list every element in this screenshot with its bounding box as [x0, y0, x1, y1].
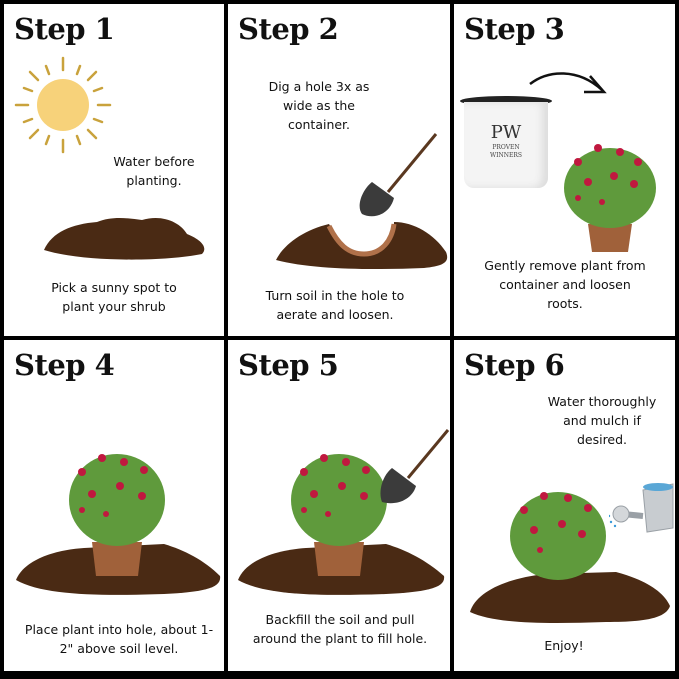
soil-mound-icon — [44, 217, 205, 260]
pot-brand-line1: PROVEN — [492, 144, 520, 151]
watering-can-icon — [609, 483, 674, 533]
step-title: Step 3 — [464, 12, 565, 46]
step-caption: Enjoy! — [544, 638, 584, 653]
step-6-panel: Step 6 Water thoroughly and mulch if des… — [454, 340, 675, 671]
step-3-panel: Step 3 PW PROVEN WINNERS Gently remove p… — [454, 4, 675, 336]
soil-mound-icon — [470, 572, 670, 623]
step-title: Step 5 — [238, 348, 339, 382]
step-caption: Gently remove plant from container and l… — [484, 258, 646, 311]
pot-icon: PW PROVEN WINNERS — [460, 96, 552, 192]
step-caption: Turn soil in the hole to aerate and loos… — [265, 288, 405, 322]
step-1-panel: Step 1 Water before planting. Pick a sun… — [4, 4, 224, 336]
shrub-icon — [291, 454, 387, 576]
shrub-icon — [510, 492, 606, 580]
step-title: Step 4 — [14, 348, 115, 382]
step-caption: Place plant into hole, about 1-2" above … — [24, 622, 214, 656]
step-caption: Backfill the soil and pull around the pl… — [252, 612, 428, 646]
soil-hole-icon — [276, 222, 448, 270]
step-caption: Pick a sunny spot to plant your shrub — [51, 280, 177, 314]
step-title: Step 2 — [238, 12, 339, 46]
step-5-panel: Step 5 Backfill the soil and pull around… — [228, 340, 450, 671]
steps-grid: Step 1 Water before planting. Pick a sun… — [4, 4, 675, 675]
shovel-icon — [359, 133, 438, 217]
step-title: Step 1 — [14, 12, 115, 46]
step-2-panel: Step 2 Dig a hole 3x as wide as the cont… — [228, 4, 450, 336]
pot-brand-line2: WINNERS — [489, 152, 523, 159]
sun-icon — [14, 56, 112, 154]
shovel-icon — [380, 429, 450, 504]
shrub-icon — [69, 454, 165, 576]
step-4-panel: Step 4 Place plant into hole, about 1-2"… — [4, 340, 224, 671]
pot-brand-logo: PW — [490, 122, 522, 143]
arrow-icon — [529, 72, 607, 94]
shrub-icon — [564, 144, 656, 252]
step-note: Water before planting. — [113, 154, 195, 188]
step-note: Dig a hole 3x as wide as the container. — [268, 79, 370, 132]
step-note: Water thoroughly and mulch if desired. — [547, 394, 657, 447]
step-title: Step 6 — [464, 348, 565, 382]
